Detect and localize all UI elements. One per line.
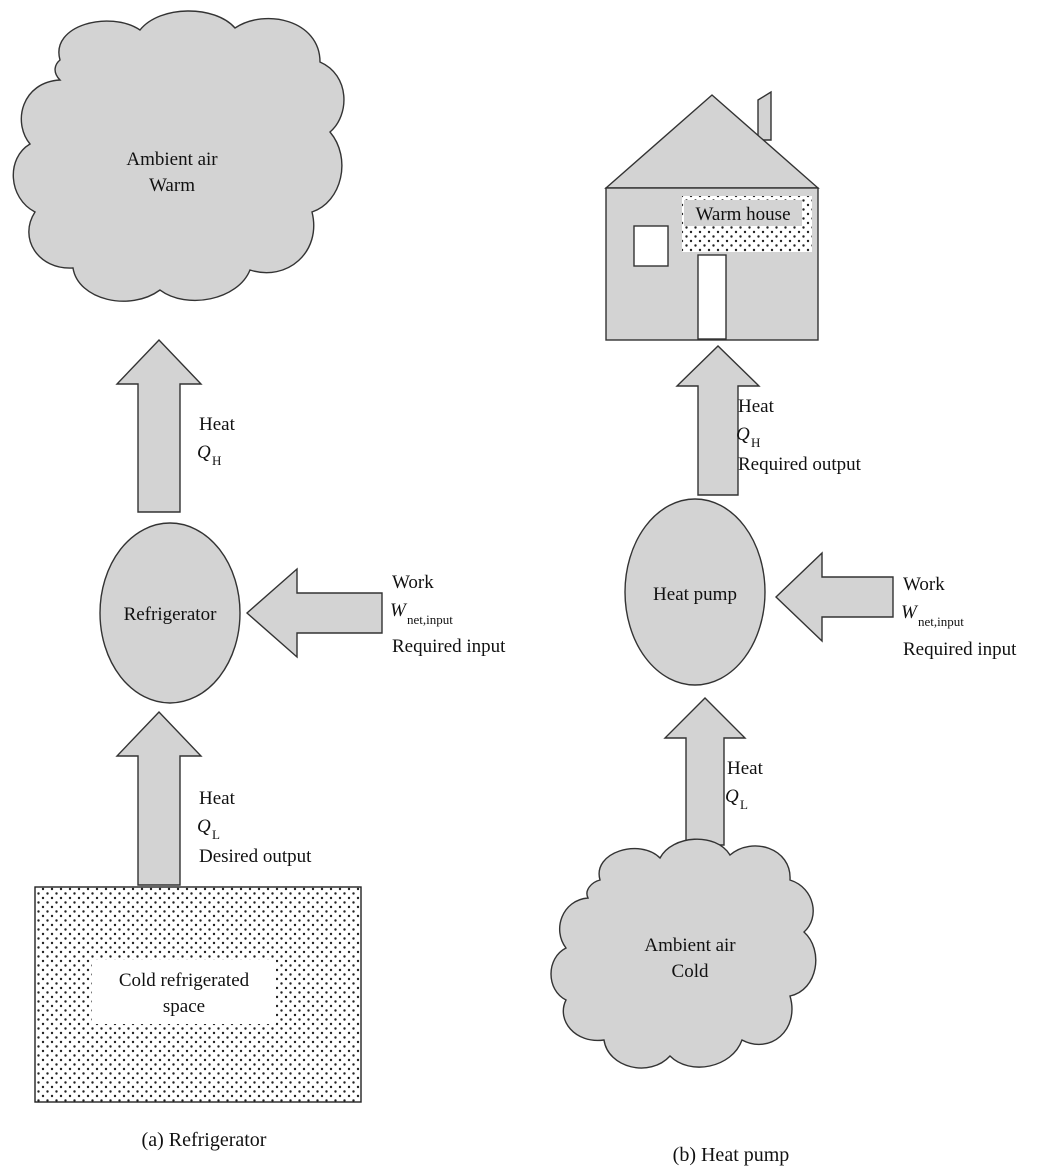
warm-house-label: Warm house [695,204,790,225]
heat-in-symbol: Q [197,816,211,837]
heat-in-subscript: L [212,827,220,842]
pump-work-in-note: Required input [903,639,1017,660]
refrigerator-panel: Ambient air Warm Heat Q H Refrigerator W… [12,10,506,1151]
pump-heat-in-label: Heat Q L [725,758,764,812]
house-chimney [757,90,772,141]
refrigerator-device-label: Refrigerator [124,604,218,625]
heat-out-symbol: Q [197,442,211,463]
warm-house: Warm house [604,90,820,341]
work-in-subscript: net,input [407,612,453,627]
refrigerator-device [99,522,241,704]
heat-in-label: Heat Q L Desired output [197,788,312,867]
heat-in-word: Heat [199,788,236,809]
pump-heat-out-arrow [675,345,761,496]
warm-house-label-box [684,200,802,226]
heat-pump-device-label: Heat pump [653,584,737,605]
pump-heat-out-label: Heat Q H Required output [736,396,862,475]
heat-in-note: Desired output [199,846,312,867]
cold-air-line1: Ambient air [644,935,736,956]
pump-heat-in-word: Heat [727,758,764,779]
pump-work-in-arrow [774,551,894,643]
heat-pump-device [624,498,766,686]
pump-work-in-label: Work W net,input Required input [901,574,1017,660]
pump-heat-in-arrow [663,697,747,846]
cold-ambient-air-cloud: Ambient air Cold [550,838,817,1069]
pump-heat-in-symbol: Q [725,786,739,807]
house-roof [604,94,820,189]
pump-work-in-subscript: net,input [918,614,964,629]
pump-work-in-symbol: W [901,602,919,623]
heat-out-arrow [115,338,203,513]
heat-in-arrow [115,710,203,886]
caption-a: (a) Refrigerator [142,1129,267,1151]
pump-heat-out-subscript: H [751,435,760,450]
work-in-note: Required input [392,636,506,657]
heat-pump-panel: Warm house Heat Q H Required output Heat… [550,90,1017,1166]
caption-b: (b) Heat pump [673,1144,790,1166]
pump-heat-in-subscript: L [740,797,748,812]
work-in-word: Work [392,572,434,593]
cold-space-label-box [92,960,276,1024]
warm-reservoir-line2: Warm [149,175,195,196]
cold-space-line2: space [163,996,205,1017]
cold-space-line1: Cold refrigerated [119,970,250,991]
pump-work-in-word: Work [903,574,945,595]
house-window [633,225,669,267]
work-in-arrow [245,567,383,659]
pump-heat-out-word: Heat [738,396,775,417]
work-in-symbol: W [390,600,408,621]
pump-heat-out-symbol: Q [736,424,750,445]
cold-air-line2: Cold [672,961,709,982]
work-in-label: Work W net,input Required input [390,572,506,657]
heat-out-label: Heat Q H [197,414,236,468]
heat-out-word: Heat [199,414,236,435]
pump-heat-out-note: Required output [738,454,862,475]
warm-reservoir-line1: Ambient air [126,149,218,170]
house-door [697,254,727,340]
warm-ambient-air-cloud: Ambient air Warm [12,10,345,302]
heat-out-subscript: H [212,453,221,468]
